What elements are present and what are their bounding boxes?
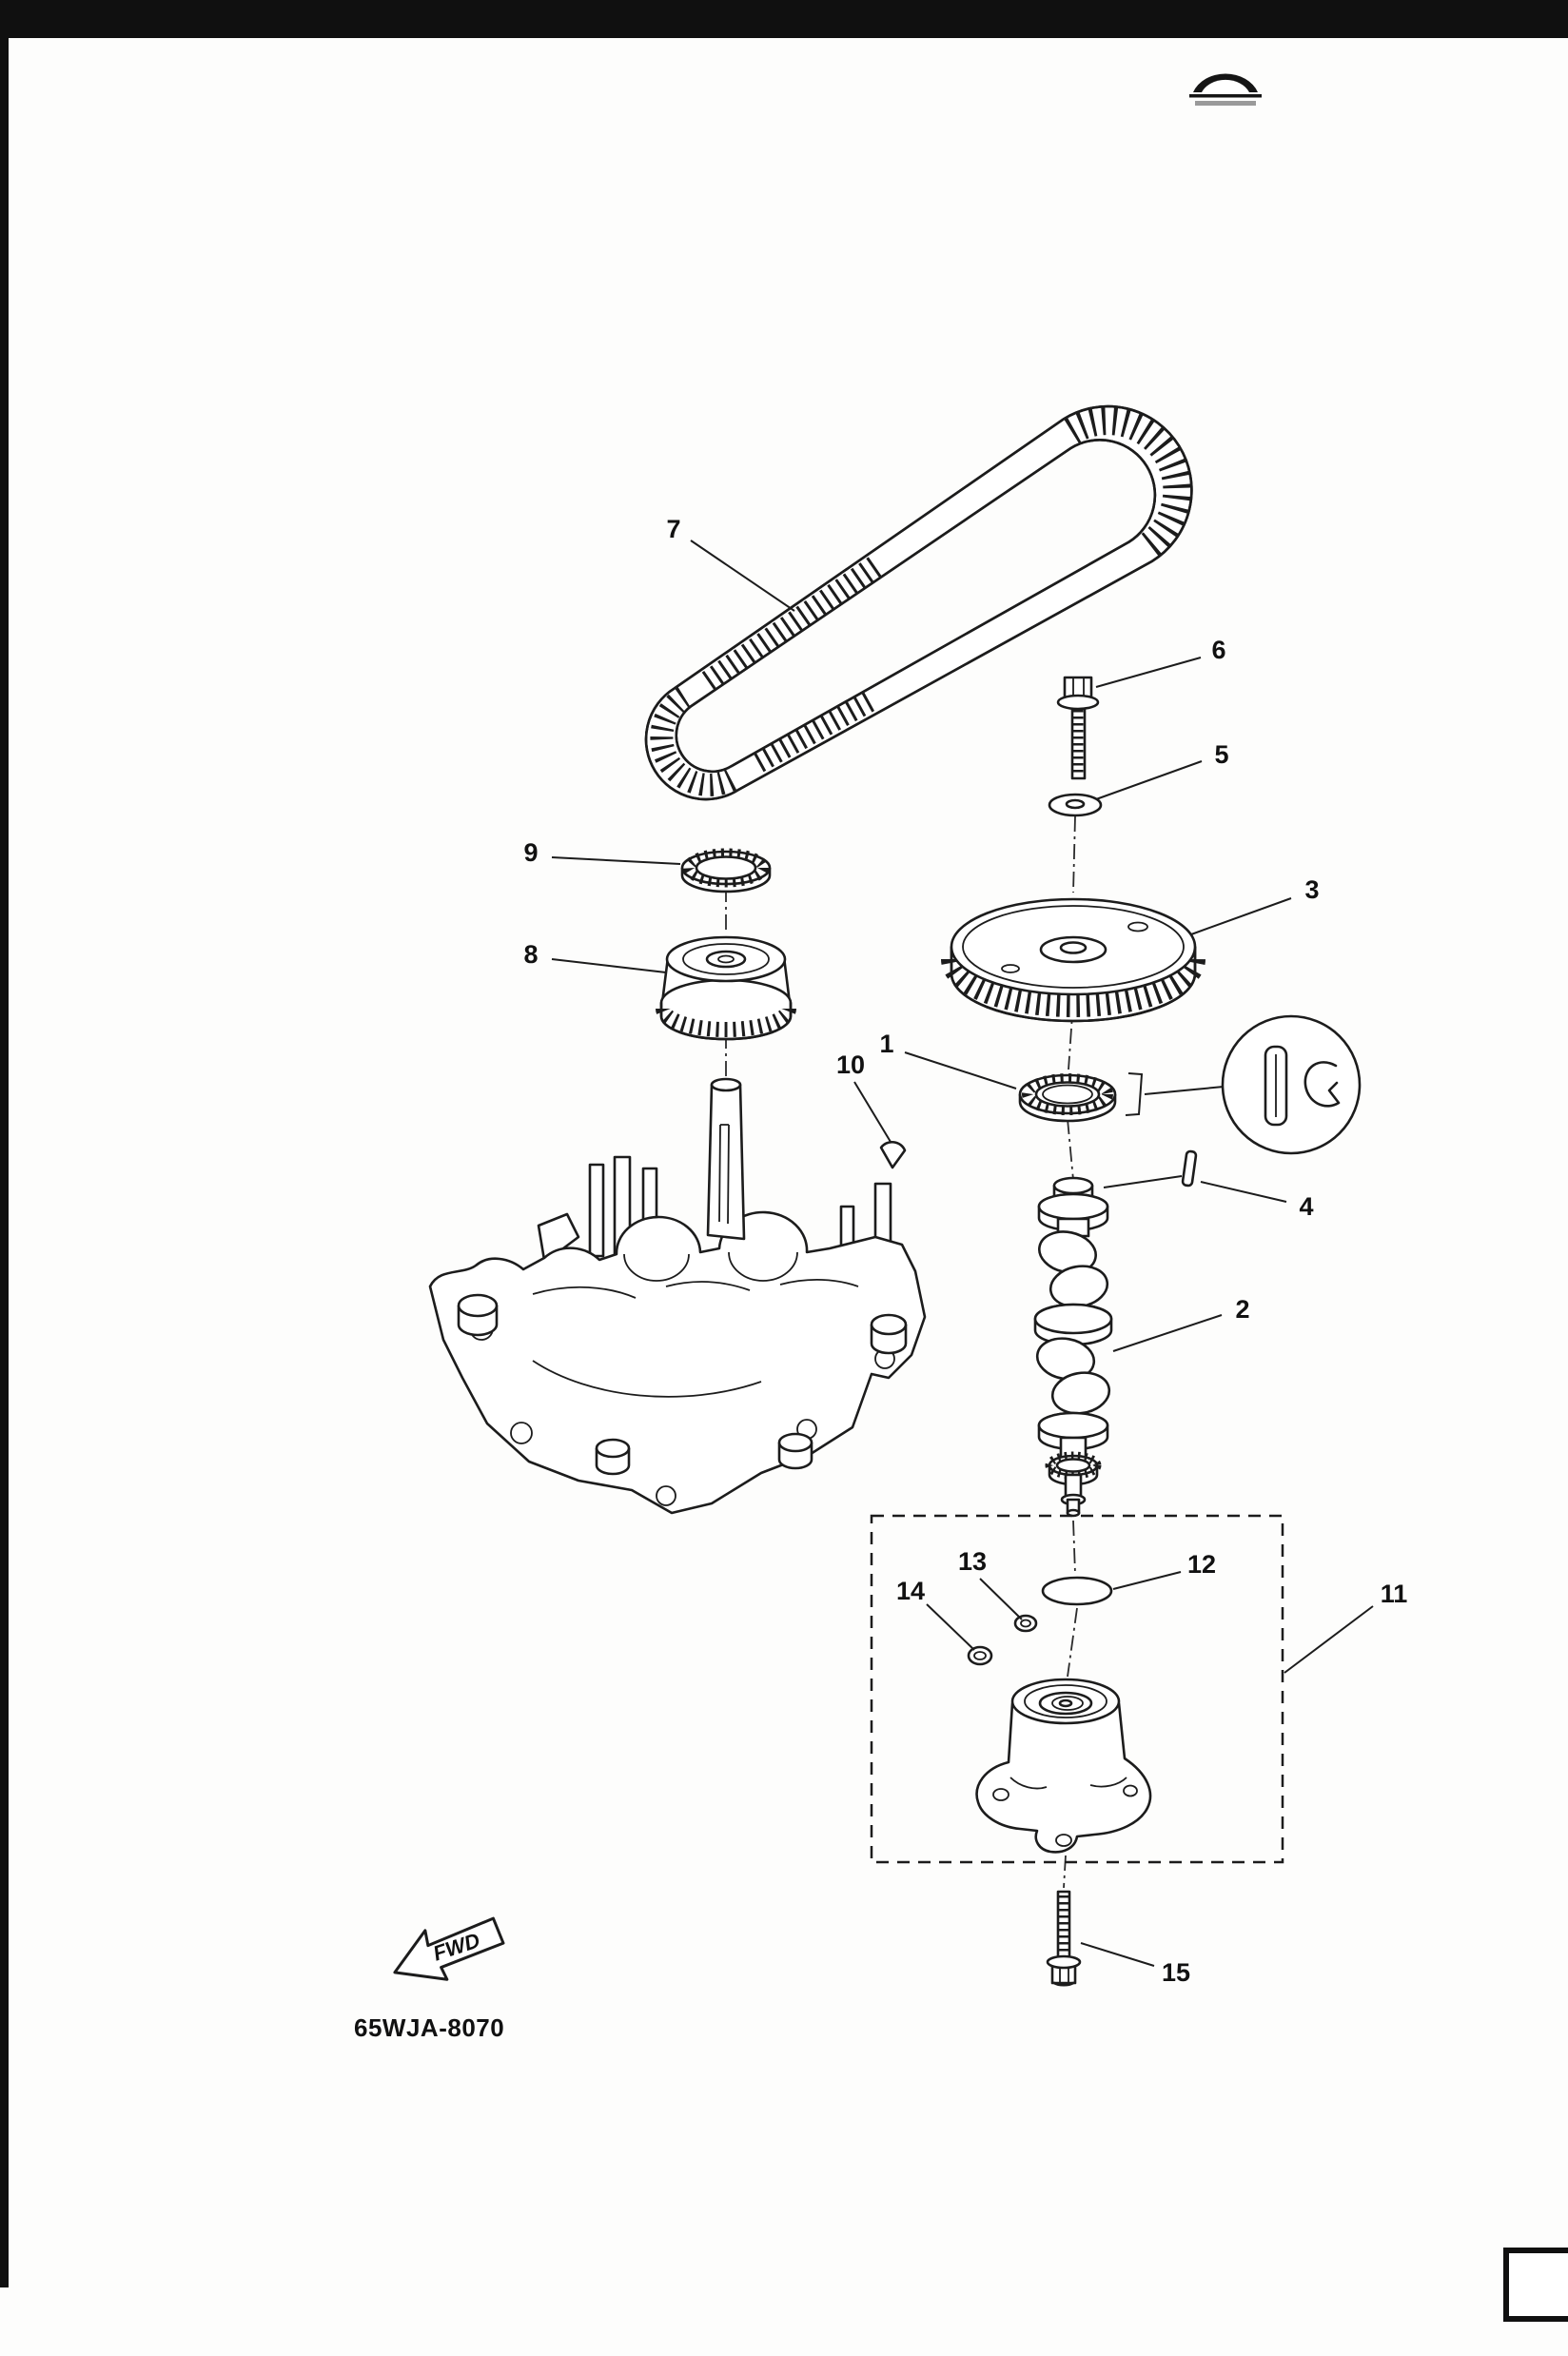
leader-lines <box>551 540 1374 1967</box>
camshaft-2 <box>1033 1176 1113 1518</box>
leader-8 <box>551 958 667 973</box>
timing-belt <box>644 404 1193 801</box>
callout-8: 8 <box>523 940 538 969</box>
oring-13 <box>1013 1614 1038 1633</box>
callout-14: 14 <box>896 1577 925 1605</box>
callout-5: 5 <box>1214 740 1228 769</box>
seal-hatch <box>1022 1073 1113 1115</box>
keyway-lines <box>718 1124 730 1225</box>
block-outline <box>428 1210 927 1515</box>
callout-4: 4 <box>1299 1192 1313 1221</box>
leader-13 <box>979 1578 1023 1620</box>
oil-seal-1 <box>1018 1072 1144 1123</box>
cylinder-block <box>428 1155 927 1515</box>
assembly-box-11 <box>870 1514 1284 1864</box>
leader-5 <box>1095 760 1203 800</box>
shim-12 <box>1041 1576 1113 1606</box>
detail-view <box>1144 1014 1362 1155</box>
seal-bracket <box>1125 1072 1144 1116</box>
leader-1 <box>904 1051 1017 1090</box>
leader-9 <box>551 856 681 865</box>
leader-12 <box>1112 1571 1182 1590</box>
fwd-arrow-icon: FWD <box>393 1916 505 1981</box>
callout-labels: 1 2 3 4 5 6 7 8 9 10 11 12 13 14 15 <box>523 515 1407 1987</box>
brand-text-smudge <box>1195 101 1256 106</box>
leader-10 <box>853 1081 892 1143</box>
bolt-6 <box>1056 676 1100 780</box>
crankshaft-end <box>706 1077 746 1241</box>
leader-7 <box>690 540 795 612</box>
leader-4 <box>1200 1181 1287 1203</box>
oring-14 <box>967 1645 993 1666</box>
leader-3 <box>1190 897 1292 935</box>
pulley-3 <box>941 897 1205 1023</box>
brand-logo-icon <box>1189 73 1262 106</box>
seal-lip-clip <box>1303 1061 1341 1108</box>
callout-13: 13 <box>958 1547 987 1576</box>
callout-10: 10 <box>836 1050 865 1079</box>
left-border-strip <box>0 0 9 2287</box>
drawing-code: 65WJA-8070 <box>354 2013 504 2042</box>
ring-9 <box>680 848 772 893</box>
leader-14 <box>926 1603 975 1651</box>
top-border-bar <box>0 0 1568 38</box>
woodruff-key-10 <box>879 1141 907 1169</box>
callout-2: 2 <box>1235 1295 1249 1324</box>
leader-4b <box>1103 1175 1183 1188</box>
leader-6 <box>1095 657 1202 688</box>
leader-15 <box>1080 1942 1155 1967</box>
callout-11: 11 <box>1381 1580 1408 1608</box>
leader-11 <box>1284 1605 1374 1674</box>
washer-5 <box>1048 793 1103 817</box>
leader-2 <box>1112 1314 1223 1352</box>
pulley8-teeth-hatch <box>656 1007 796 1037</box>
oil-pump <box>975 1678 1152 1854</box>
pulley-8 <box>656 935 796 1041</box>
callout-15: 15 <box>1162 1958 1190 1987</box>
corner-registration-box <box>1503 2248 1568 2322</box>
pump-body-outline <box>975 1701 1152 1854</box>
callout-1: 1 <box>879 1030 893 1058</box>
callout-7: 7 <box>666 515 680 543</box>
callout-12: 12 <box>1187 1550 1216 1579</box>
callout-6: 6 <box>1211 636 1225 664</box>
ring-hatch <box>683 848 769 888</box>
bolt-15 <box>1046 1890 1082 1987</box>
dowel-pin-4 <box>1181 1149 1198 1188</box>
callout-3: 3 <box>1304 875 1319 904</box>
callout-9: 9 <box>523 838 538 867</box>
